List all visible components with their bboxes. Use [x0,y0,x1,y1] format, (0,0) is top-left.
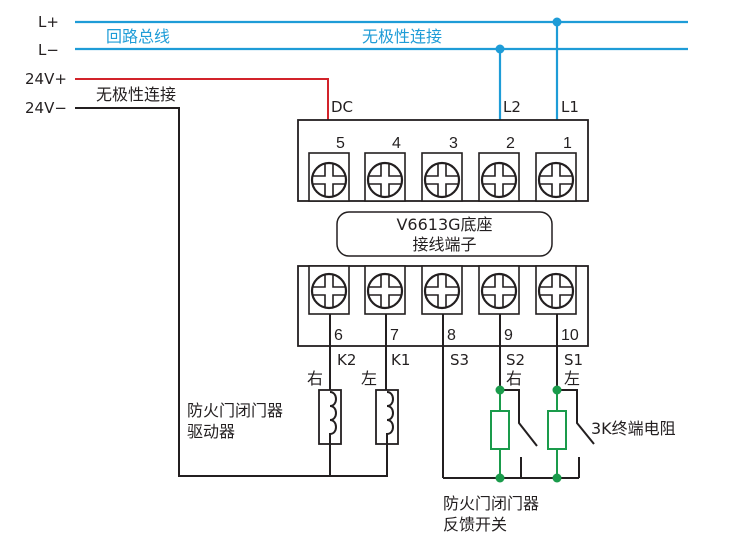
terminal-number: 6 [334,327,343,344]
terminal-number: 5 [336,135,345,152]
terminal-8 [421,265,463,315]
screw-icon [480,272,518,310]
side-label-k2: 右 [307,369,323,388]
signal-label-s2: S2 [506,351,525,369]
coil-right [318,389,342,445]
terminal-2 [478,152,520,202]
terminal-number: 3 [449,135,458,152]
coil-left [375,389,399,445]
rail-label-l-minus: L− [38,41,59,59]
terminal-number: 10 [561,327,579,344]
rail-label-l-plus: L+ [38,13,59,31]
side-label-s1: 左 [564,369,580,388]
bus-label: 回路总线 [106,27,170,46]
terminal-5 [308,152,350,202]
coil-icon [386,391,394,444]
switch-contact-s2 [500,389,538,447]
signal-label-s1: S1 [564,351,583,369]
screw-icon [366,161,404,199]
junction-dot-l2 [495,44,505,54]
screw-icon [423,272,461,310]
screw-icon [366,272,404,310]
side-label-s2: 右 [506,369,522,388]
coil-left-return [330,444,388,477]
screw-icon [310,161,348,199]
screw-icon [537,161,575,199]
base-label-line1: V6613G底座 [396,215,492,234]
screw-icon [537,272,575,310]
resistor-note: 3K终端电阻 [591,419,676,438]
terminal-number: 1 [563,135,572,152]
terminal-10 [535,265,577,315]
terminal-7 [364,265,406,315]
terminal-4 [364,152,406,202]
feedback-label-line2: 反馈开关 [443,515,507,534]
bus-polarity-note: 无极性连接 [362,27,442,46]
wire-label-l1: L1 [561,98,579,116]
switch-contact-s1 [557,389,595,445]
power-polarity-note: 无极性连接 [96,85,176,104]
terminal-1 [535,152,577,202]
screw-icon [480,161,518,199]
terminal-number: 8 [447,327,456,344]
node-dot [552,385,562,395]
terminal-number: 7 [390,327,399,344]
terminal-number: 2 [506,135,515,152]
rail-label-24v-plus: 24V+ [25,70,67,88]
rail-label-24v-minus: 24V− [25,99,67,117]
terminal-number: 9 [504,327,513,344]
junction-dot-l1 [552,17,562,27]
side-label-k1: 左 [361,369,377,388]
terminal-6 [308,265,350,315]
bottom-terminal-row: 6 7 8 9 10 [308,265,579,344]
terminal-3 [421,152,463,202]
coil-icon [329,391,337,444]
base-label-box [336,211,553,257]
signal-label-k2: K2 [337,351,356,369]
screw-icon [423,161,461,199]
resistor-s2 [490,410,510,450]
wire-label-l2: L2 [503,98,521,116]
driver-label-line2: 驱动器 [187,422,235,441]
node-dot [495,473,505,483]
node-dot [495,385,505,395]
power-wire-24v-minus [75,107,330,477]
base-label-line2: 接线端子 [412,235,476,254]
terminal-9 [478,265,520,315]
signal-label-k1: K1 [391,351,410,369]
driver-label-line1: 防火门闭门器 [187,401,283,420]
top-terminal-row: 5 4 3 2 1 [308,135,577,202]
resistor-s1 [547,410,567,450]
signal-label-s3: S3 [450,351,469,369]
terminal-number: 4 [392,135,401,152]
screw-icon [310,272,348,310]
feedback-label-line1: 防火门闭门器 [443,494,539,513]
node-dot [552,473,562,483]
wire-label-dc: DC [331,98,353,116]
